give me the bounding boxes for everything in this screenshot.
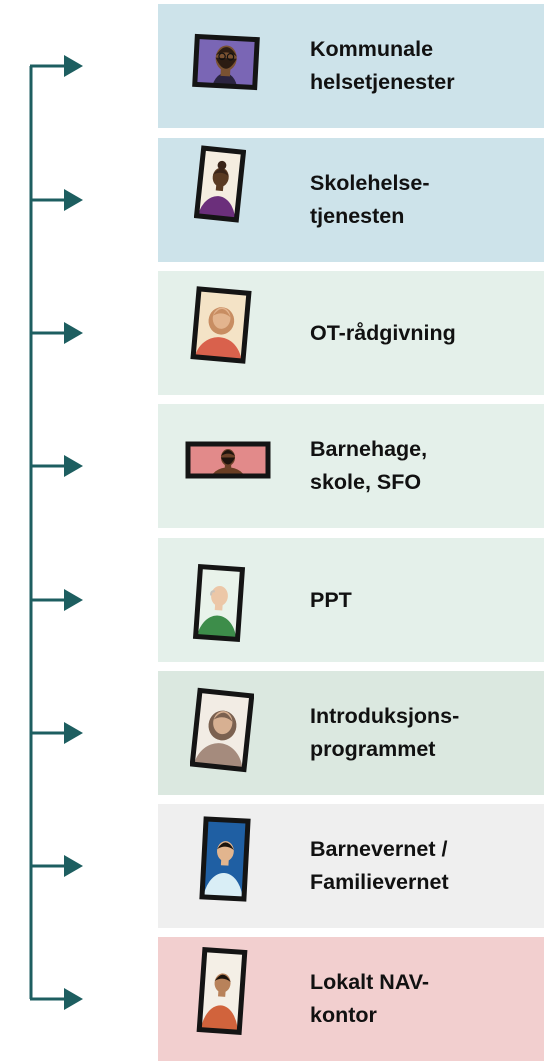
arrow-right-icon — [30, 455, 83, 477]
service-label: Kommunale helsetjenester — [310, 4, 540, 128]
man-orange-shirt-portrait-icon — [196, 947, 248, 1035]
bearded-man-portrait-icon — [185, 441, 271, 479]
service-label-line: helsetjenester — [310, 70, 455, 94]
service-label: Lokalt NAV-kontor — [310, 937, 540, 1061]
service-label: Barnevernet / Familievernet — [310, 804, 540, 928]
service-label-line: Introduksjons- — [310, 704, 460, 728]
young-man-portrait-icon — [199, 816, 251, 902]
service-label-line: PPT — [310, 587, 352, 612]
service-label: Skolehelse-tjenesten — [310, 138, 540, 262]
service-label-line: tjenesten — [310, 204, 405, 228]
connector-tree — [29, 55, 83, 1010]
service-card: Barnevernet / Familievernet — [158, 804, 544, 928]
woman-bob-hair-portrait-icon — [190, 687, 254, 773]
arrow-right-icon — [30, 189, 83, 211]
service-card: Kommunale helsetjenester — [158, 4, 544, 128]
arrow-right-icon — [30, 589, 83, 611]
service-card: Introduksjons-programmet — [158, 671, 544, 795]
service-card: OT-rådgivning — [158, 271, 544, 395]
arrow-right-icon — [30, 855, 83, 877]
service-card: Barnehage, skole, SFO — [158, 404, 544, 528]
service-label-line: Familievernet — [310, 870, 449, 894]
service-label-line: skole, SFO — [310, 470, 422, 494]
service-card: PPT — [158, 538, 544, 662]
service-card: Lokalt NAV-kontor — [158, 937, 544, 1061]
service-label-line: programmet — [310, 737, 436, 761]
arrow-right-icon — [30, 322, 83, 344]
arrow-right-icon — [30, 55, 83, 77]
service-label-line: Kommunale — [310, 37, 434, 61]
service-label-line: Barnevernet / — [310, 837, 448, 861]
service-label: Introduksjons-programmet — [310, 671, 540, 795]
curly-haired-woman-portrait-icon — [190, 286, 252, 364]
service-label-line: kontor — [310, 1003, 377, 1027]
service-label: PPT — [310, 538, 540, 662]
service-label-line: Lokalt NAV- — [310, 970, 430, 994]
service-label: OT-rådgivning — [310, 271, 540, 395]
service-label-line: OT-rådgivning — [310, 320, 456, 345]
service-label: Barnehage, skole, SFO — [310, 404, 540, 528]
older-man-portrait-icon — [192, 563, 246, 643]
bearded-man-glasses-portrait-icon — [192, 33, 260, 91]
service-label-line: Skolehelse- — [310, 171, 430, 195]
woman-hair-bun-portrait-icon — [194, 145, 246, 223]
service-label-line: Barnehage, — [310, 437, 428, 461]
service-card: Skolehelse-tjenesten — [158, 138, 544, 262]
arrow-right-icon — [30, 988, 83, 1010]
arrow-right-icon — [30, 722, 83, 744]
